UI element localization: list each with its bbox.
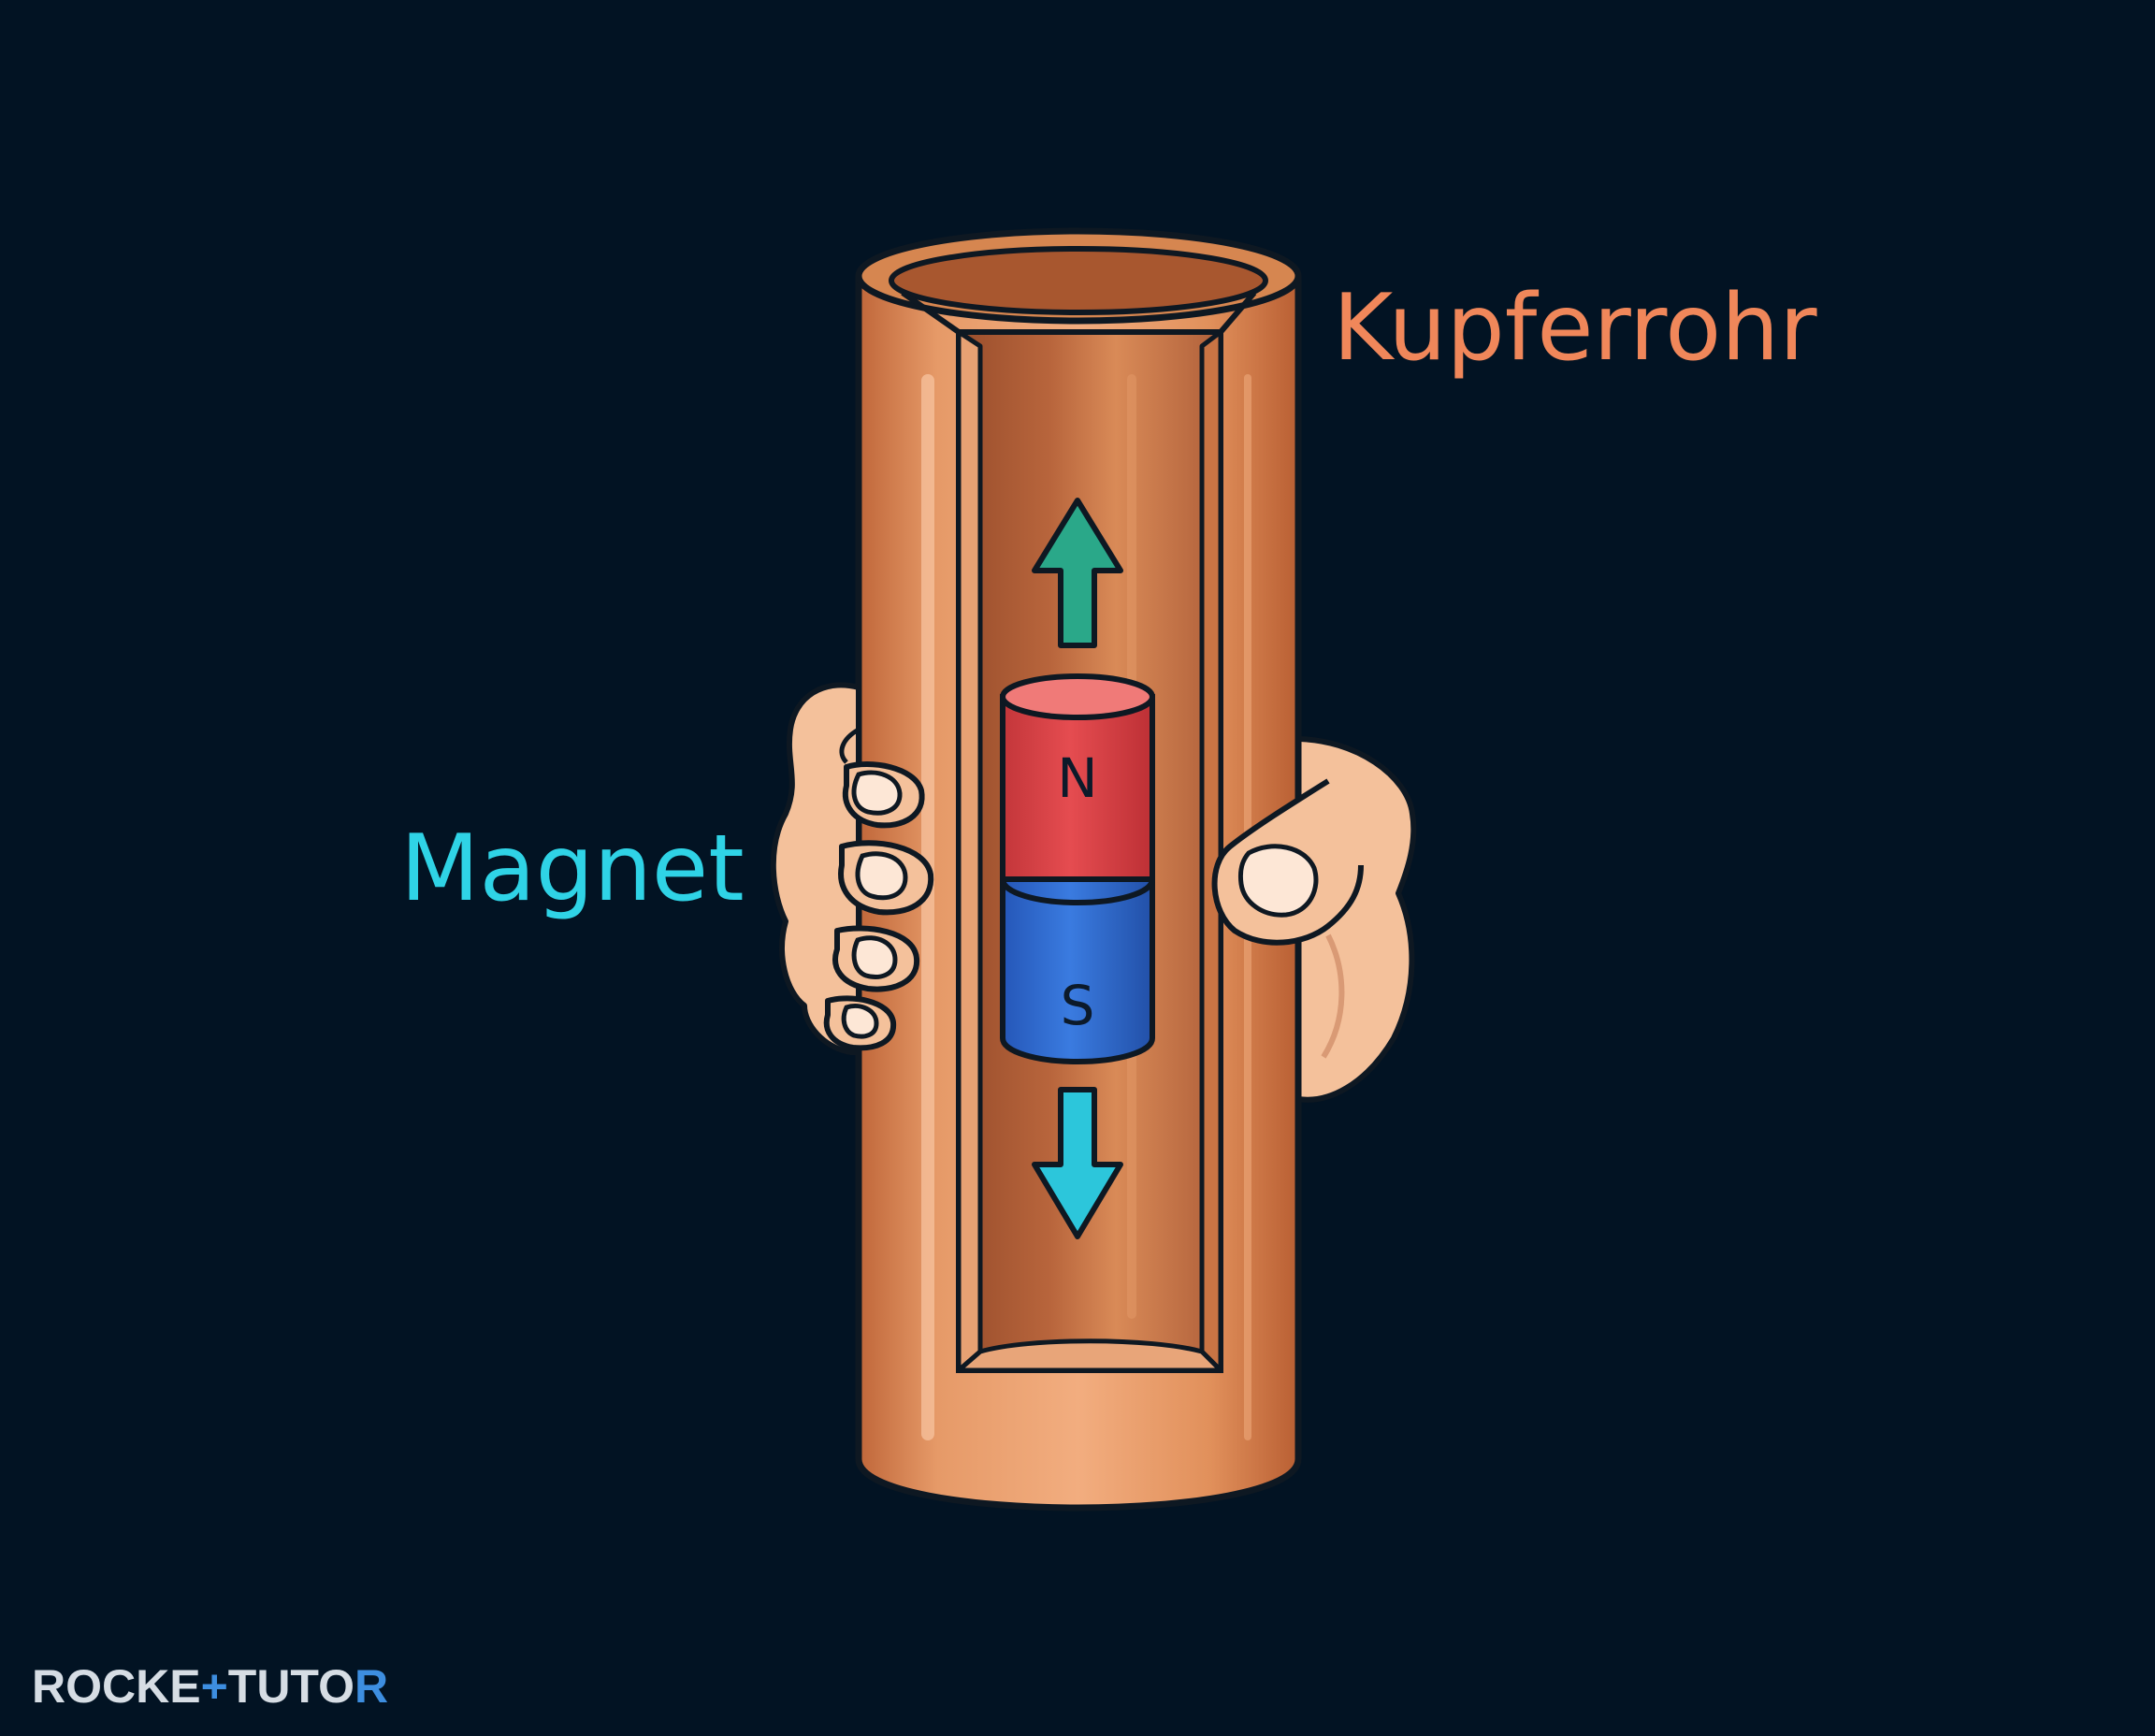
arrow-down-icon — [1032, 1087, 1123, 1239]
magnet-label: Magnet — [400, 816, 745, 922]
logo-part-1: ROCKE — [32, 1660, 201, 1713]
arrow-up-icon — [1032, 498, 1123, 648]
logo: ROCKE+TUTOR — [32, 1659, 388, 1714]
right-hand-thumb — [1211, 778, 1364, 946]
north-pole-label: N — [1057, 746, 1097, 810]
logo-part-3: R — [354, 1660, 389, 1713]
south-pole-label: S — [1061, 974, 1095, 1037]
pipe-label: Kupferrohr — [1333, 275, 1817, 382]
logo-mark: + — [200, 1660, 228, 1713]
left-hand — [770, 682, 934, 1055]
bar-magnet: N S — [1000, 673, 1155, 1064]
logo-part-2: TUTO — [227, 1660, 354, 1713]
